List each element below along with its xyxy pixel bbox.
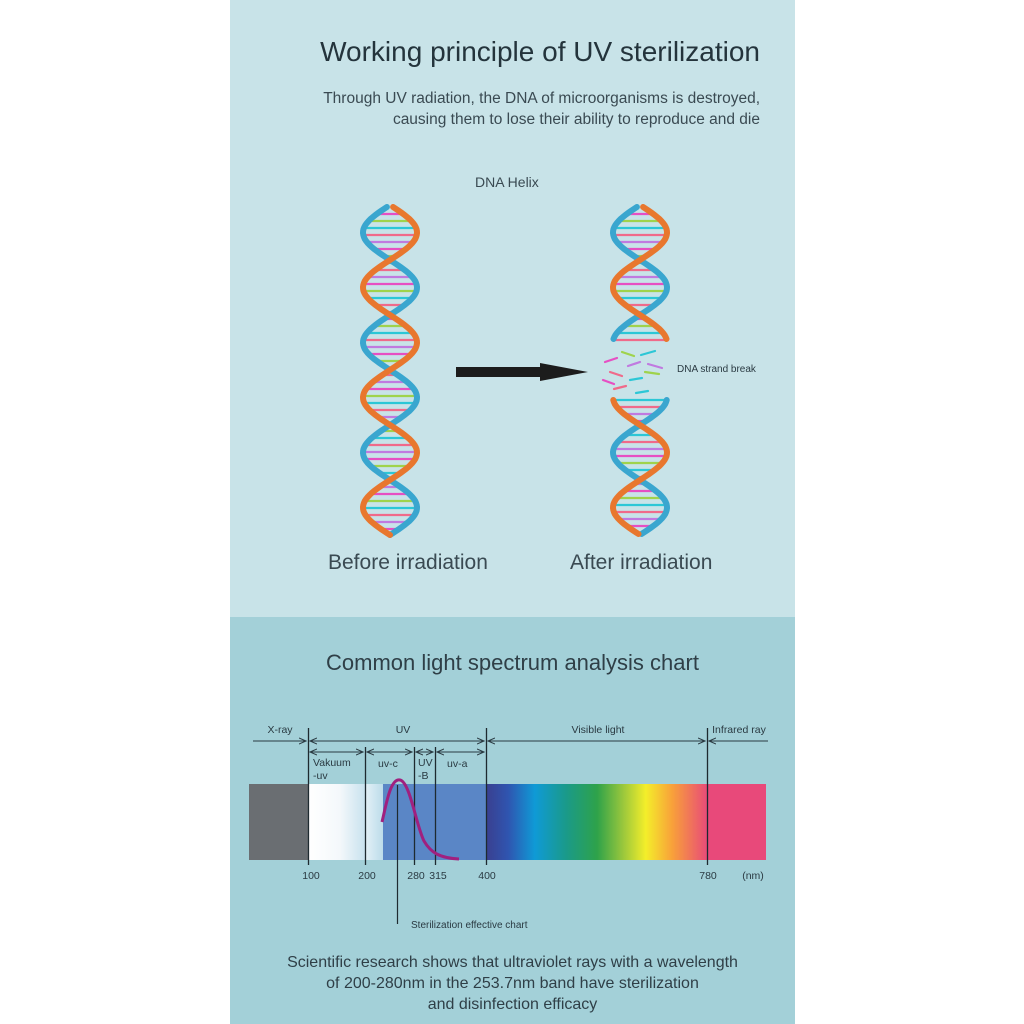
subtitle-line: Through UV radiation, the DNA of microor…: [323, 90, 760, 107]
tick-label-315: 315: [429, 870, 447, 882]
after-strand-blue: [609, 204, 671, 342]
uv-label: UV: [396, 724, 411, 736]
dna-helix-before: [359, 204, 421, 538]
xray-label: X-ray: [267, 724, 293, 736]
footnote-line: of 200-280nm in the 253.7nm band have st…: [326, 975, 699, 992]
after-strand-orange: [609, 204, 671, 342]
before-strand-orange: [359, 204, 421, 538]
visible-light-label: Visible light: [572, 724, 625, 736]
tick-label-100: 100: [302, 870, 320, 882]
tick-label-280: 280: [407, 870, 425, 882]
uvb-label-line2: -B: [418, 770, 429, 782]
dna-fragment: [628, 376, 644, 382]
dna-fragment: [646, 362, 664, 370]
dna-fragment: [626, 360, 642, 368]
uva-label: uv-a: [447, 758, 468, 770]
footnote: Scientific research shows that ultraviol…: [230, 952, 795, 1015]
before-caption: Before irradiation: [328, 551, 488, 574]
footnote-line: Scientific research shows that ultraviol…: [287, 954, 738, 971]
page-title: Working principle of UV sterilization: [320, 36, 760, 67]
tick-label-400: 400: [478, 870, 496, 882]
dna-fragment: [620, 350, 636, 358]
tick-label-780: 780: [699, 870, 717, 882]
xray-band: [249, 784, 309, 860]
dna-fragment: [601, 378, 616, 386]
vakuum-label-line2: -uv: [313, 770, 328, 782]
unit-label: (nm): [742, 870, 764, 882]
dna-helix-after: [609, 204, 671, 537]
dna-fragments: [601, 349, 664, 395]
dna-fragment: [612, 384, 628, 391]
after-strand-blue: [609, 397, 671, 537]
spectrum-title: Common light spectrum analysis chart: [326, 650, 699, 675]
vakuum-uv-band: [309, 784, 365, 860]
infrared-label: Infrared ray: [712, 724, 766, 736]
dna-helix-label: DNA Helix: [475, 174, 539, 190]
after-caption: After irradiation: [570, 551, 713, 574]
vakuum-label: Vakuum: [313, 757, 351, 769]
dna-fragment: [639, 349, 657, 357]
subtitle-line: causing them to lose their ability to re…: [392, 111, 760, 128]
uv-band: [383, 784, 486, 860]
curve-label: Sterilization effective chart: [411, 920, 528, 931]
dna-fragment: [603, 356, 619, 364]
transform-arrow: [456, 363, 588, 381]
subtitle: Through UV radiation, the DNA of microor…: [323, 88, 760, 130]
uvc-label: uv-c: [378, 758, 398, 770]
region-dividers: [307, 728, 709, 865]
dna-fragment: [643, 370, 661, 376]
infrared-band: [708, 784, 766, 860]
after-strand-orange: [609, 397, 671, 537]
uvb-label: UV: [418, 757, 433, 769]
dna-break-label: DNA strand break: [677, 364, 757, 375]
tick-label-200: 200: [358, 870, 376, 882]
dna-fragment: [608, 370, 624, 378]
uvc-light-band: [365, 784, 383, 860]
dna-fragment: [634, 389, 650, 395]
footnote-line: and disinfection efficacy: [427, 996, 598, 1013]
visible-light-band: [486, 784, 708, 860]
sterilization-curve: [380, 778, 460, 861]
top-panel: Working principle of UV sterilization Th…: [230, 0, 795, 617]
range-arrows: [253, 741, 768, 752]
